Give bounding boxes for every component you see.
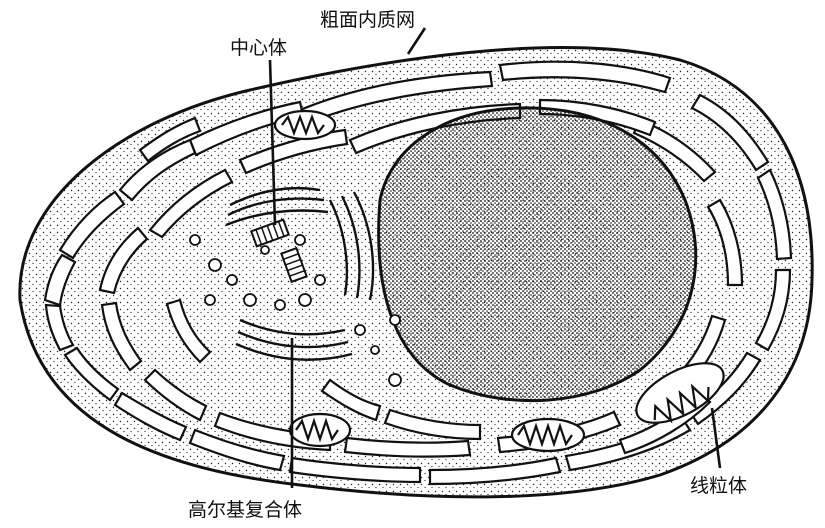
mitochondrion-bottom-left [290,414,350,446]
rough-er-label: 粗面内质网 [320,9,415,31]
mitochondria-label: 线粒体 [690,475,747,497]
mitochondrion-bottom-center [512,419,584,451]
mitochondrion-top-left [275,111,335,139]
rough-er-leader [408,28,425,54]
nucleus [379,108,696,401]
golgi-label: 高尔基复合体 [188,499,302,521]
centrosome-label: 中心体 [230,37,287,59]
